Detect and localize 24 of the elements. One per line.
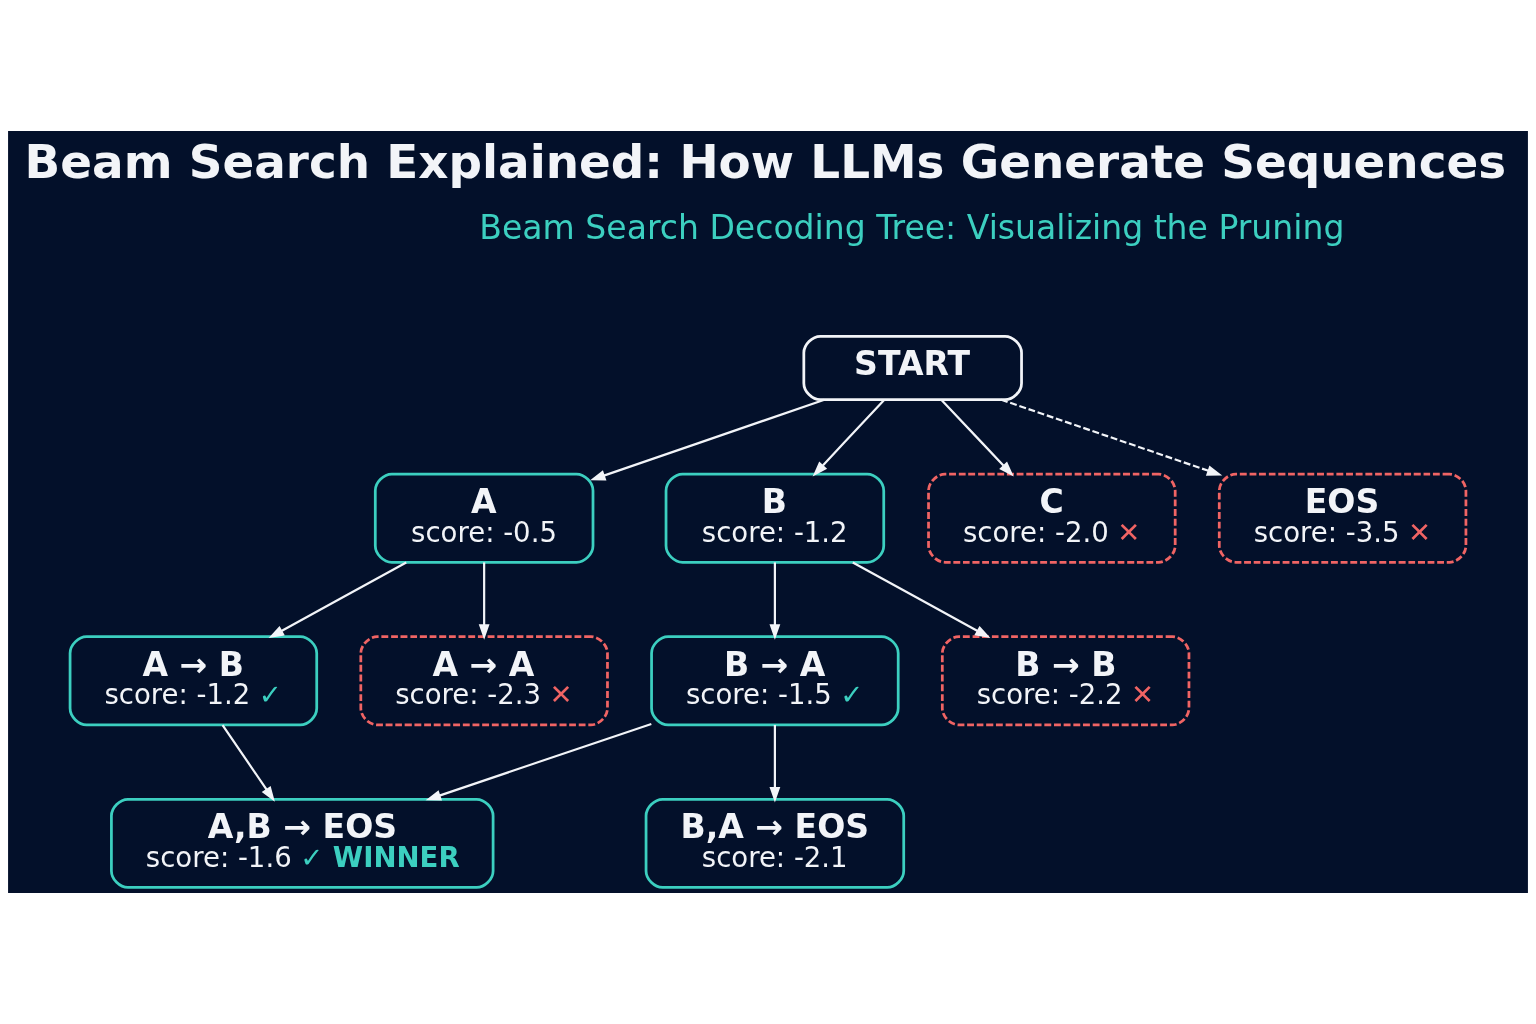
arrow: [425, 722, 652, 801]
node-box: A score: -0.5: [373, 472, 595, 564]
node-box: A → B score: -1.2 ✓: [68, 635, 319, 727]
node-box: B → A score: -1.5 ✓: [650, 635, 900, 727]
arrow: [590, 398, 825, 481]
diagram-title: Beam Search Explained: How LLMs Generate Sequences: [24, 135, 1507, 190]
node-box: B → B score: -2.2 ✕: [940, 635, 1191, 727]
arrow: [812, 399, 885, 477]
node-box: A → A score: -2.3 ✕: [359, 635, 609, 727]
node-box: B,A → EOS score: -2.1: [644, 797, 906, 889]
arrow: [940, 399, 1014, 477]
node-box: B score: -1.2: [664, 472, 886, 564]
node-box: C score: -2.0 ✕: [927, 472, 1177, 564]
node-box: A,B → EOS score: -1.6 ✓ WINNER: [110, 797, 495, 889]
arrow: [769, 562, 781, 640]
arrow: [478, 562, 490, 640]
arrow: [852, 561, 991, 639]
arrow: [268, 561, 407, 639]
node-box: EOS score: -3.5 ✕: [1217, 472, 1468, 564]
arrow: [1000, 398, 1223, 476]
arrow: [221, 724, 275, 802]
label: Beam Search Decoding Tree: Visualizing the Pruning: [479, 207, 1345, 247]
arrow: [769, 725, 781, 803]
node-box: START: [802, 334, 1023, 402]
